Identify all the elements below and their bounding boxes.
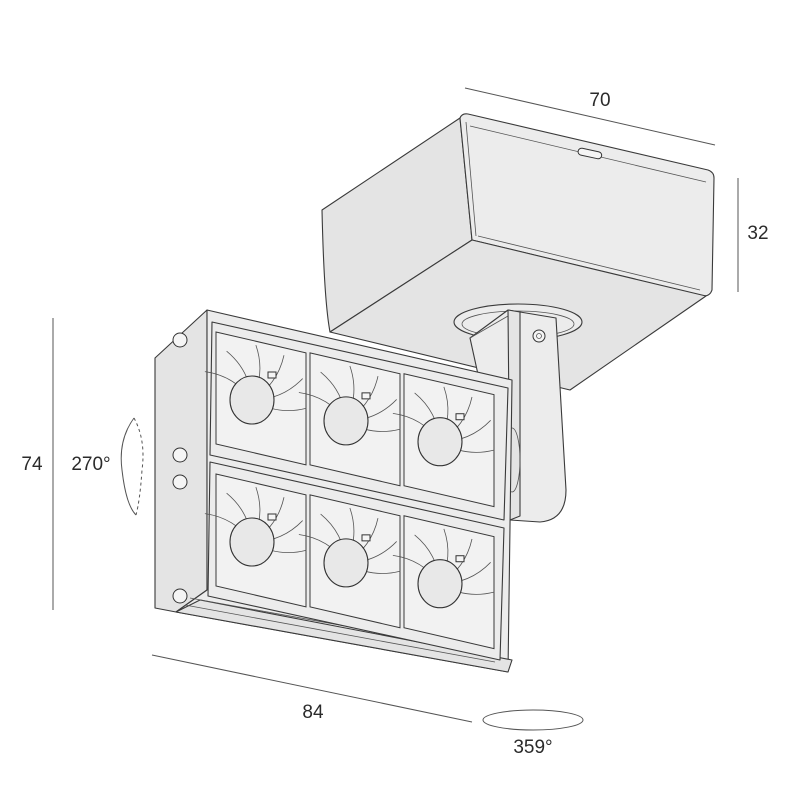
led-lens-icon — [323, 538, 369, 588]
lens-clip — [361, 392, 371, 400]
dimension-tilt-angle: 270° — [71, 454, 110, 475]
led-lens-icon — [417, 417, 463, 467]
dimension-width-top: 70 — [589, 90, 610, 111]
side-screw-icon — [172, 332, 188, 348]
rotation-arc-icon — [482, 709, 584, 731]
lens-clip — [267, 371, 277, 379]
lens-clip — [361, 534, 371, 542]
led-lens-icon — [229, 517, 275, 567]
dimension-width-bottom: 84 — [302, 702, 324, 723]
led-lens-icon — [229, 375, 275, 425]
led-lens-icon — [417, 559, 463, 609]
lens-clip — [267, 513, 277, 521]
dimension-lines — [52, 87, 739, 731]
led-lens-icon — [323, 396, 369, 446]
side-screw-icon — [172, 474, 188, 490]
side-screw-icon — [172, 588, 188, 604]
swivel-bracket — [453, 303, 583, 523]
tilt-arc-icon — [120, 417, 137, 516]
lens-clip — [455, 555, 465, 563]
side-screw-icon — [172, 447, 188, 463]
dimension-height-top: 32 — [747, 223, 768, 244]
led-array — [204, 331, 495, 650]
dimension-rotation-angle: 359° — [513, 737, 552, 758]
slot-icon — [577, 147, 603, 160]
pivot-screw-icon — [532, 329, 546, 343]
lens-clip — [455, 413, 465, 421]
dimension-height-left: 74 — [21, 454, 43, 475]
